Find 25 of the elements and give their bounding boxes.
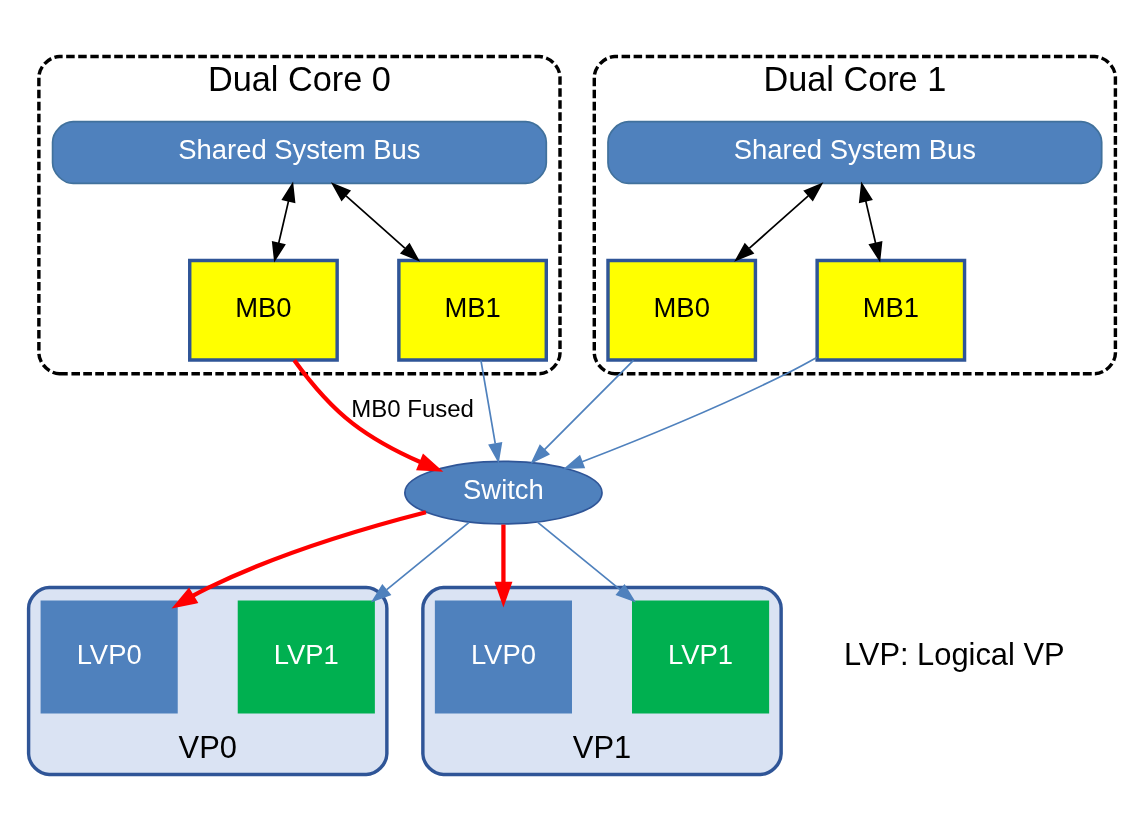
label: LVP: Logical VP	[843, 636, 1065, 672]
arrow	[563, 356, 818, 469]
node-box: Shared System Bus	[51, 120, 548, 185]
arrow	[171, 510, 427, 609]
arrow	[271, 181, 296, 263]
arrow	[858, 181, 883, 263]
node-box: MB1	[815, 258, 967, 362]
arrow	[330, 182, 421, 262]
arrow	[494, 524, 513, 608]
node-ellipse: Switch	[404, 460, 603, 525]
node-box: LVP1	[632, 600, 770, 714]
edge-label: MB0 Fused	[351, 394, 474, 422]
node-box: LVP1	[237, 600, 375, 714]
node-box: Shared System Bus	[607, 120, 1103, 185]
arrow	[370, 521, 470, 603]
node-box: MB0	[188, 258, 339, 362]
node-box: MB1	[397, 258, 548, 362]
arrow	[734, 182, 824, 262]
node-box: MB0	[606, 258, 758, 362]
node-box: LVP0	[40, 600, 178, 714]
arrow	[480, 359, 503, 464]
arrow	[536, 521, 636, 603]
node-box: LVP0	[434, 600, 572, 714]
arrow	[530, 359, 635, 464]
arrow	[292, 359, 444, 472]
